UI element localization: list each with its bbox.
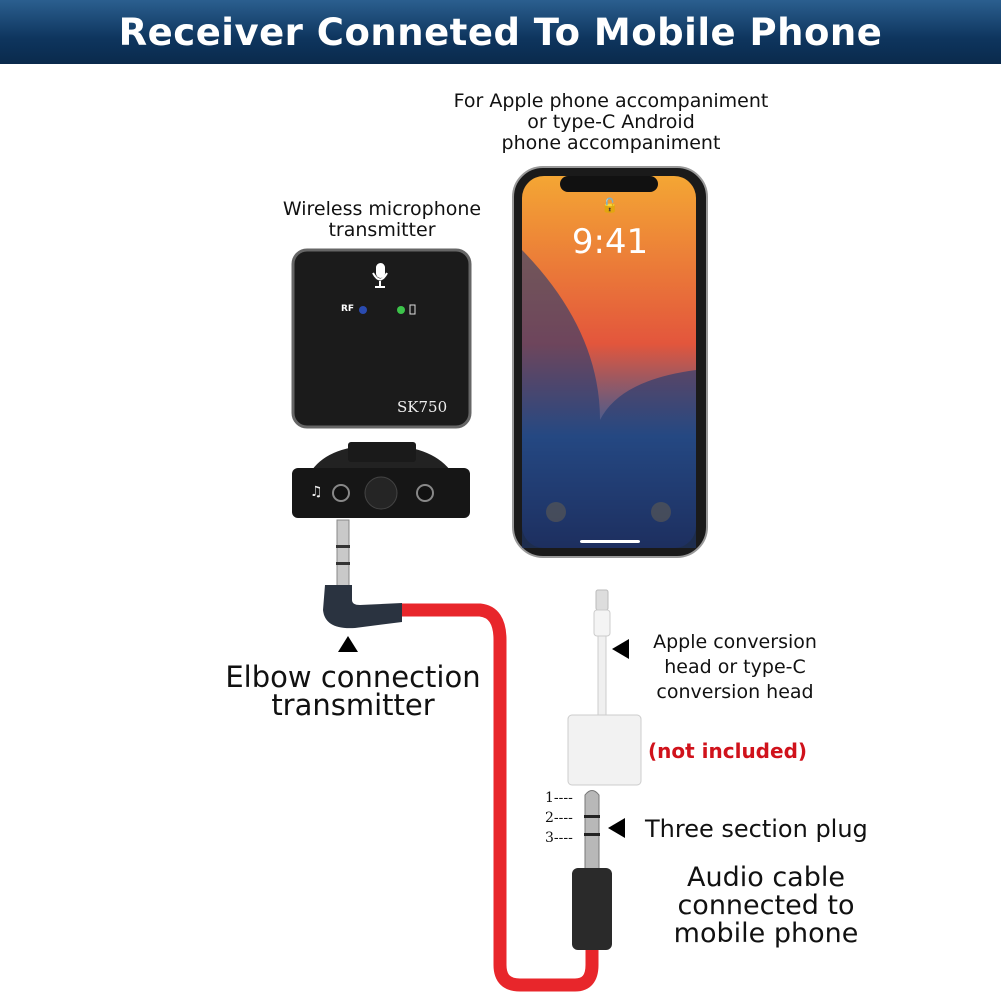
- pointer-arrow-icon: [338, 636, 358, 652]
- caption-line: phone accompaniment: [501, 132, 721, 154]
- plug-section-numbers: 1---- 2---- 3----: [545, 788, 573, 848]
- caption-line: For Apple phone accompaniment: [453, 90, 769, 112]
- transmitter-caption: Wireless microphone transmitter: [232, 199, 532, 241]
- phone-time: 9:41: [571, 222, 649, 262]
- pointer-arrow-icon: [612, 639, 629, 659]
- label-line: Audio cable: [687, 862, 845, 893]
- adapter-label: Apple conversion head or type-C conversi…: [620, 630, 850, 705]
- label-line: head or type-C: [664, 656, 806, 678]
- section-number: 1----: [545, 790, 573, 806]
- label-line: Apple conversion: [653, 631, 817, 653]
- receiver-clip-image: [292, 442, 470, 518]
- label-line: mobile phone: [673, 918, 859, 949]
- unlock-icon: 🔓: [601, 198, 619, 214]
- caption-line: or type-C Android: [527, 111, 695, 133]
- three-section-plug: [572, 790, 612, 950]
- section-number: 2----: [545, 810, 573, 826]
- caption-line: transmitter: [328, 219, 436, 241]
- plug-label: Three section plug: [645, 815, 868, 843]
- label-line: Elbow connection: [225, 660, 481, 694]
- section-number: 3----: [545, 830, 573, 846]
- rf-label: RF: [341, 304, 355, 314]
- elbow-label: Elbow connection transmitter: [183, 660, 523, 722]
- red-cable: [391, 603, 599, 992]
- label-line: transmitter: [271, 688, 435, 722]
- label-line: conversion head: [656, 681, 814, 703]
- transmitter-image: [291, 248, 472, 429]
- cable-label: Audio cable connected to mobile phone: [626, 864, 906, 948]
- not-included-note: (not included): [648, 739, 808, 763]
- caption-line: Wireless microphone: [282, 198, 482, 220]
- phone-image: [512, 166, 708, 558]
- elbow-plug: [323, 519, 402, 629]
- page-title: Receiver Conneted To Mobile Phone: [118, 10, 883, 54]
- phone-caption: For Apple phone accompaniment or type-C …: [411, 91, 811, 154]
- pointer-arrow-icon: [608, 818, 625, 838]
- label-line: connected to: [677, 890, 855, 921]
- music-icon: ♫: [310, 484, 323, 500]
- header-banner: Receiver Conneted To Mobile Phone: [0, 0, 1001, 64]
- adapter-image: [567, 589, 642, 786]
- model-label: SK750: [397, 398, 448, 416]
